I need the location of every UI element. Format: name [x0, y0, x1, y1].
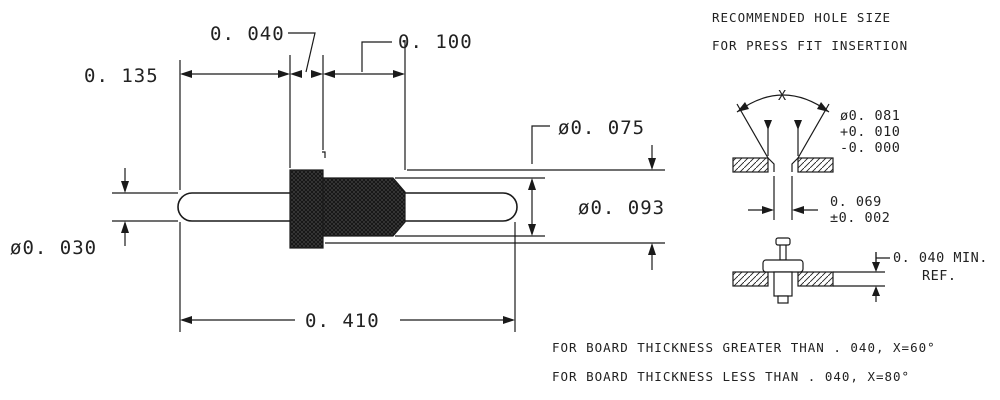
dim-dia-0030-label: ø0. 030	[10, 237, 97, 259]
dim-0410: 0. 410	[179, 222, 516, 332]
hole-tol-plus: +0. 010	[840, 124, 900, 140]
knurled-collar	[289, 169, 324, 249]
min-ref-line2: REF.	[922, 268, 957, 284]
dim-dia-0030: ø0. 030	[10, 168, 178, 259]
dim-dia-0093: ø0. 093	[395, 177, 665, 237]
note-line1: FOR BOARD THICKNESS GREATER THAN . 040, …	[552, 340, 936, 355]
min-ref-line1: 0. 040 MIN.	[893, 250, 988, 266]
dim-0100: 0. 100	[323, 31, 473, 170]
board-notes: FOR BOARD THICKNESS GREATER THAN . 040, …	[552, 340, 936, 384]
inner-dia-tol: ±0. 002	[830, 210, 890, 226]
dim-0135-label: 0. 135	[84, 65, 159, 87]
dim-0040: 0. 040	[210, 23, 324, 150]
dim-0410-label: 0. 410	[305, 310, 380, 332]
hole-tol-minus: -0. 000	[840, 140, 900, 156]
inner-dia-label: 0. 069	[830, 194, 882, 210]
hole-title-line2: FOR PRESS FIT INSERTION	[712, 38, 908, 53]
dim-0040-label: 0. 040	[210, 23, 285, 45]
dim-dia-0075-label: ø0. 075	[558, 117, 645, 139]
pin-body	[177, 151, 518, 249]
dim-0135: 0. 135	[84, 55, 291, 190]
note-line2: FOR BOARD THICKNESS LESS THAN . 040, X=8…	[552, 369, 910, 384]
hole-title-line1: RECOMMENDED HOLE SIZE	[712, 10, 891, 25]
dim-dia-0075: ø0. 075	[325, 117, 665, 270]
hole-detail: RECOMMENDED HOLE SIZE FOR PRESS FIT INSE…	[712, 10, 988, 304]
knurled-body	[322, 177, 406, 237]
hole-dia-label: ø0. 081	[840, 108, 900, 124]
angle-x-label: X	[778, 88, 787, 104]
dim-0100-label: 0. 100	[398, 31, 473, 53]
dim-dia-0093-label: ø0. 093	[578, 197, 665, 219]
